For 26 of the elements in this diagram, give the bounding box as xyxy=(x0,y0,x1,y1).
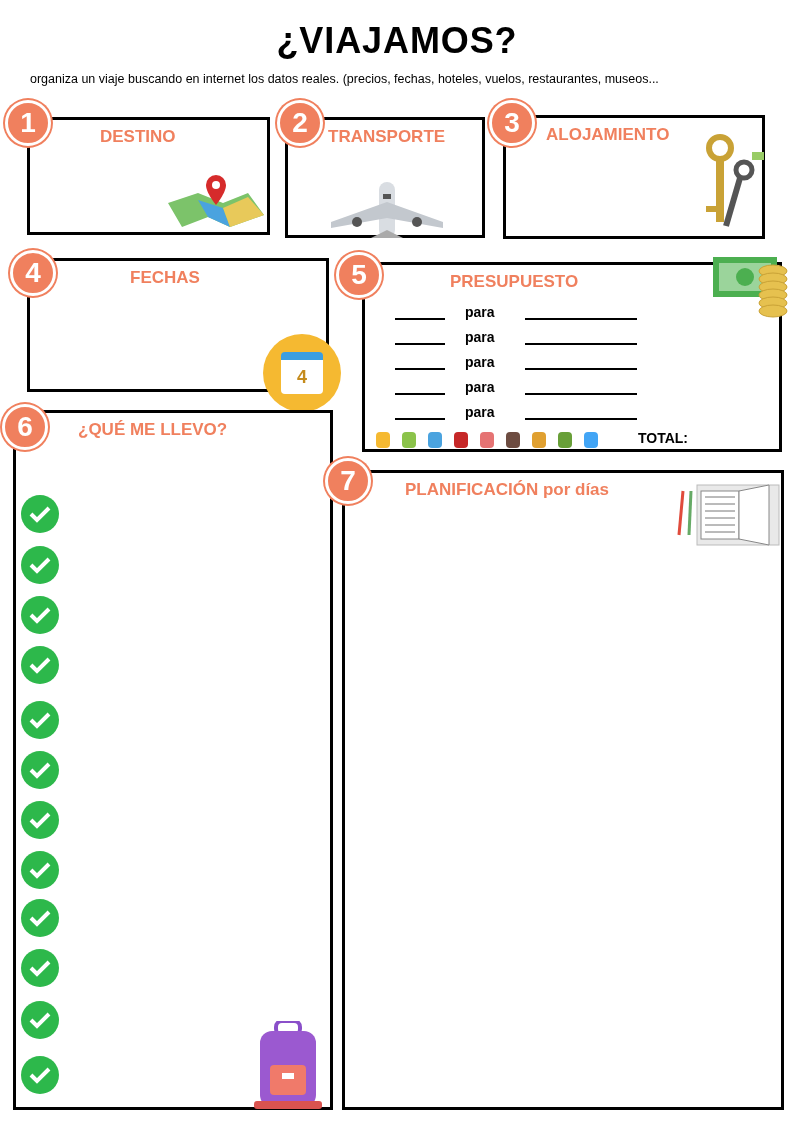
step-number-badge: 4 xyxy=(10,250,56,296)
section-panel xyxy=(13,410,333,1110)
section-panel xyxy=(503,115,765,239)
step-number-badge: 3 xyxy=(489,100,535,146)
section-heading: DESTINO xyxy=(100,126,176,148)
budget-word: para xyxy=(465,329,496,345)
section-heading: ALOJAMIENTO xyxy=(546,124,670,146)
step-number-badge: 6 xyxy=(2,404,48,450)
section-panel xyxy=(342,470,784,1110)
section-heading: ¿QUÉ ME LLEVO? xyxy=(78,419,228,441)
step-number-badge: 1 xyxy=(5,100,51,146)
section-heading: FECHAS xyxy=(130,267,200,289)
budget-word: para xyxy=(465,354,496,370)
budget-word: para xyxy=(465,304,496,320)
budget-word: para xyxy=(465,404,496,420)
budget-word: para xyxy=(465,379,496,395)
step-number-badge: 5 xyxy=(336,252,382,298)
calendar-day-number: 4 xyxy=(297,365,307,389)
total-label: TOTAL: xyxy=(638,429,689,448)
step-number-badge: 2 xyxy=(277,100,323,146)
instructions: organiza un viaje buscando en internet los datos reales. (precios, fechas, hoteles, vuelos, restaurantes, museos... xyxy=(30,71,660,88)
step-number-badge: 7 xyxy=(325,458,371,504)
section-heading: TRANSPORTE xyxy=(328,126,446,148)
section-heading: PRESUPUESTO xyxy=(450,271,579,293)
section-heading: PLANIFICACIÓN por días xyxy=(405,479,609,501)
title: ¿VIAJAMOS? xyxy=(275,19,519,63)
